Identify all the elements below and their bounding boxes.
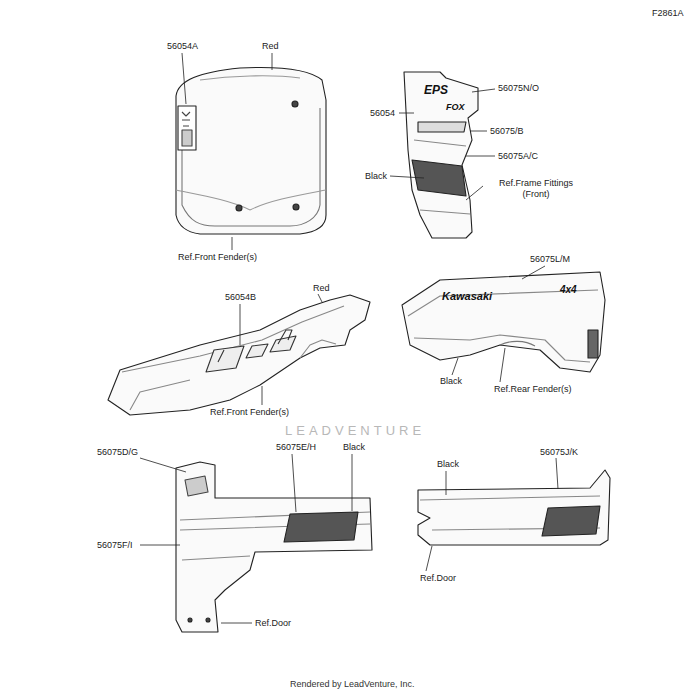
front-fender-top [176,68,326,235]
color-note: Red [313,283,330,294]
reference-note: Ref.Frame Fittings (Front) [486,178,586,200]
reference-note: Ref.Front Fender(s) [210,407,289,418]
callout-number: 56075A/C [498,151,538,162]
callout-number: 56075E/H [276,442,316,453]
decal-text: EPS [424,84,448,97]
callout-number: 56075D/G [97,447,138,458]
callout-number: 56075F/I [97,540,133,551]
callout-number: 56054 [370,108,395,119]
color-note: Red [262,41,279,52]
color-note: Black [343,442,365,453]
front-fender-side [108,295,370,415]
callout-number: 56075L/M [530,254,570,265]
decal-text: 4x4 [560,284,577,295]
reference-note: Ref.Front Fender(s) [178,252,257,263]
reference-note: Ref.Door [255,618,291,629]
decal-text: Kawasaki [442,290,492,302]
color-note: Black [440,376,462,387]
watermark: LEADVENTURE [285,423,425,438]
leader-lines [140,53,558,623]
color-note: Black [437,459,459,470]
callout-number: 56054B [225,292,256,303]
reference-note: Ref.Door [420,573,456,584]
figure-code: F2861A [652,8,684,19]
door-front [176,462,372,632]
callout-number: 56075J/K [540,447,578,458]
decal-text: FOX [446,102,465,113]
color-note: Black [365,171,387,182]
callout-number: 56054A [167,41,198,52]
credit-line: Rendered by LeadVenture, Inc. [290,679,415,690]
callout-number: 56075/B [490,126,524,137]
frame-fitting-decal [404,72,478,238]
door-rear [418,470,610,545]
callout-number: 56075N/O [498,83,539,94]
reference-note: Ref.Rear Fender(s) [494,384,572,395]
